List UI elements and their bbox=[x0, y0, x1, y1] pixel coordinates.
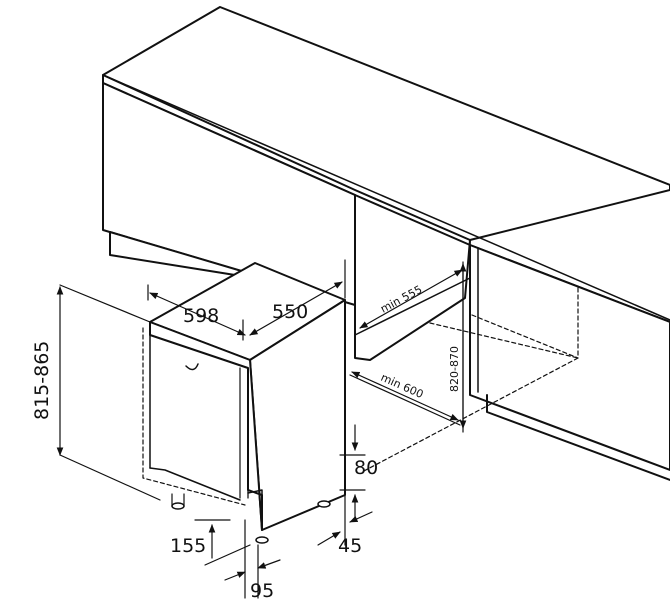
width-label: 598 bbox=[183, 305, 219, 327]
height-label: 815-865 bbox=[31, 341, 53, 420]
dimension-lines bbox=[56, 259, 467, 599]
plinth-height-label: 80 bbox=[354, 457, 378, 479]
foot-offset-label: 95 bbox=[250, 580, 274, 600]
niche-height-label: 820-870 bbox=[448, 346, 461, 392]
depth-label: 550 bbox=[272, 301, 308, 323]
niche-floor-outline bbox=[361, 287, 579, 473]
foot-height-label: 155 bbox=[170, 535, 206, 557]
right-cabinet bbox=[469, 244, 670, 481]
dishwasher bbox=[142, 262, 346, 544]
niche-depth-bottom-label: min 600 bbox=[379, 371, 426, 401]
niche-depth-top-label: min 555 bbox=[378, 283, 424, 316]
plinth-depth-label: 45 bbox=[338, 535, 362, 557]
